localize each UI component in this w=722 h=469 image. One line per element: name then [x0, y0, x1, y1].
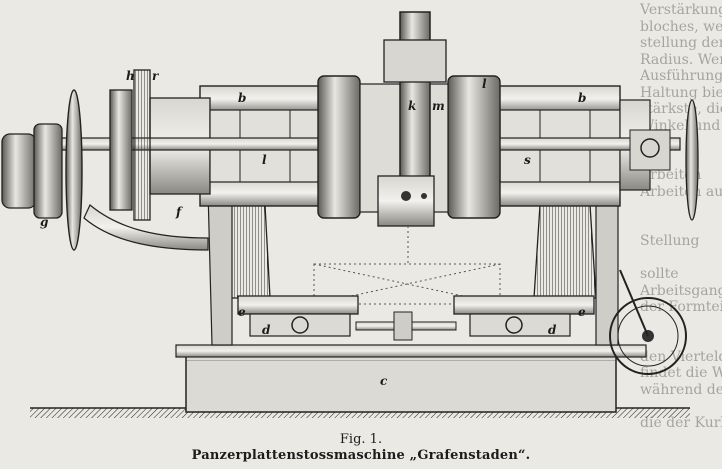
- background-text-line: Haltung bietet dafür: [640, 84, 722, 101]
- drive-shaft: [355, 311, 457, 341]
- label-b-left: b: [238, 91, 246, 105]
- background-text-line: Arbeiten auf die: [640, 183, 722, 200]
- right-wheels: [609, 99, 699, 375]
- label-k: k: [408, 99, 416, 113]
- figure-number: Fig. 1.: [339, 432, 383, 447]
- label-f: f: [175, 205, 183, 219]
- base-bed: [175, 344, 647, 413]
- figure-title: Panzerplattenstossmaschine „Grafenstaden…: [191, 448, 531, 463]
- label-l-top: l: [482, 77, 487, 91]
- background-text-line: findet die Wirksamkeit: [640, 365, 722, 381]
- label-d-right: d: [548, 323, 557, 337]
- workpiece-outline: [313, 226, 501, 305]
- label-d-left: d: [262, 323, 271, 337]
- right-table: [453, 295, 595, 337]
- background-text-line: während derselben findet: [640, 381, 722, 398]
- background-text-line: Verstärkung der Kreu: [640, 2, 722, 18]
- label-g: g: [40, 215, 48, 229]
- label-h: h: [126, 69, 135, 83]
- background-text-line: die der Kurbeldrehung: [640, 414, 722, 431]
- label-s: s: [524, 153, 531, 167]
- left-table: [237, 295, 359, 337]
- left-pulleys: [1, 69, 151, 251]
- machine-illustration: b b h r l k m l s g f e d c d e: [1, 11, 699, 418]
- background-text-line: stellung der Klammernleis: [640, 35, 722, 51]
- label-m: m: [432, 99, 445, 113]
- background-text-line: sollte: [640, 266, 679, 282]
- background-text-line: Radius. Wenn wir jed: [640, 51, 722, 68]
- label-c: c: [380, 374, 388, 388]
- label-b-right: b: [578, 91, 586, 105]
- background-text-line: stärkste, die zur An: [640, 101, 722, 117]
- background-text-line: Stellung: [640, 233, 700, 249]
- label-e-left: e: [238, 305, 246, 319]
- background-text-line: Arbeitsgang sowie die: [640, 282, 722, 299]
- background-text-line: bloches, welche die Tra-: [640, 18, 722, 35]
- label-e-right: e: [578, 305, 586, 319]
- label-l-mid: l: [262, 153, 267, 167]
- background-text-line: Ausführung der Kurz: [640, 68, 722, 84]
- vertical-ram: [377, 11, 447, 227]
- label-r: r: [152, 69, 160, 83]
- background-text-line: der Formteile kön: [640, 299, 722, 315]
